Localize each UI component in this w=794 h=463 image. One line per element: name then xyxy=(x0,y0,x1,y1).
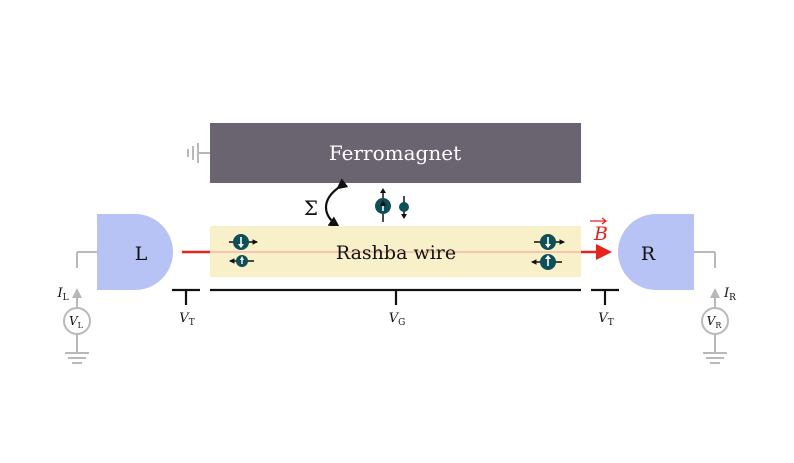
main-gate xyxy=(210,288,581,305)
wire-left-spin-up-icon xyxy=(228,255,254,267)
coupling-label: Σ xyxy=(304,196,318,220)
right-ground-icon xyxy=(703,352,727,364)
tunnel-gate-right-label: VT xyxy=(598,311,613,328)
ferromagnet-label: Ferromagnet xyxy=(329,141,461,165)
wire-right-spin-up-icon xyxy=(530,254,562,270)
right-circuit-wire xyxy=(694,251,720,352)
ferromagnet-block xyxy=(210,123,581,183)
tunnel-gate-left-label: VT xyxy=(179,311,194,328)
left-ground-icon xyxy=(65,352,89,364)
left-voltmeter xyxy=(63,307,91,335)
ferromagnet-ground-icon xyxy=(187,143,210,163)
left-circuit-wire xyxy=(72,251,97,352)
left-voltmeter-label: VL xyxy=(69,314,84,330)
spin-down-small-icon xyxy=(399,196,409,219)
field-vector-arrow-icon xyxy=(590,217,608,225)
right-lead xyxy=(618,214,694,290)
wire-right-spin-down-icon xyxy=(534,234,566,250)
wire-left-spin-down-icon xyxy=(229,234,259,250)
left-current-label: IL xyxy=(56,286,68,303)
spin-up-icon xyxy=(375,188,391,222)
right-voltmeter xyxy=(701,307,729,335)
coupling-arrow-icon xyxy=(324,178,349,228)
tunnel-gate-right xyxy=(591,288,619,305)
main-gate-label: VG xyxy=(389,311,406,328)
left-lead-label: L xyxy=(135,243,148,265)
right-lead-label: R xyxy=(641,243,656,265)
field-arrow-icon xyxy=(596,244,612,260)
wire-label: Rashba wire xyxy=(336,242,456,264)
left-lead xyxy=(97,214,173,290)
right-current-label: IR xyxy=(723,286,736,303)
tunnel-gate-left xyxy=(172,288,200,305)
field-label: B xyxy=(593,223,608,245)
right-voltmeter-label: VR xyxy=(707,314,723,330)
